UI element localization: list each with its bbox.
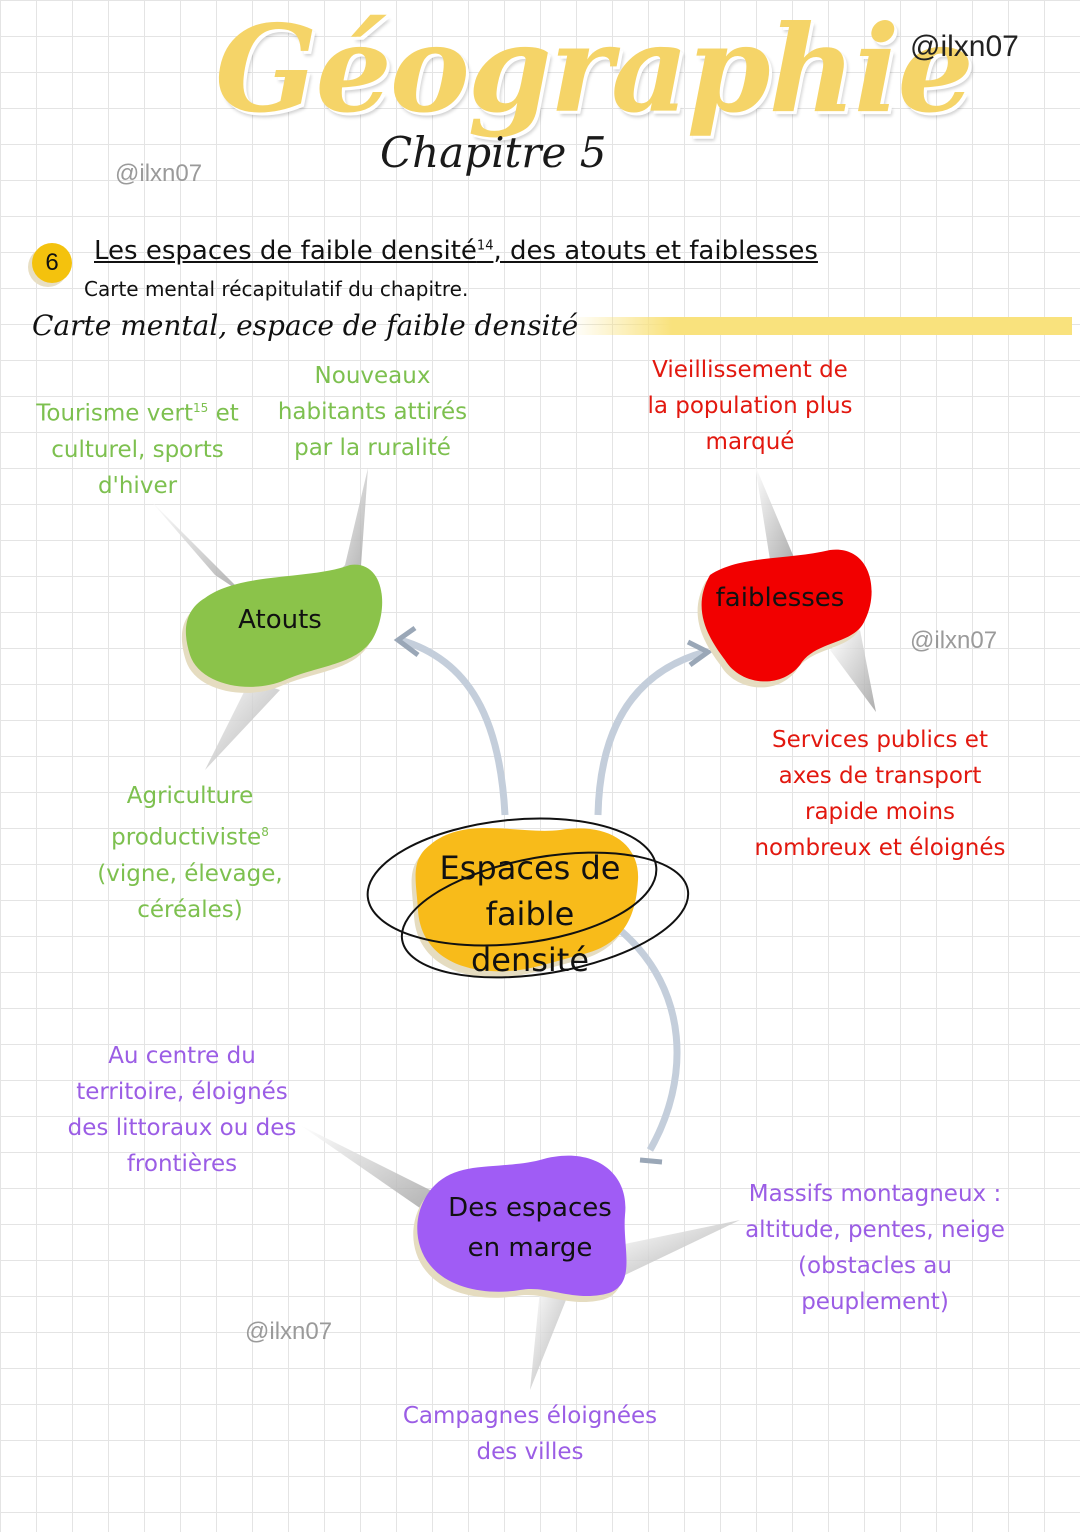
atouts-label: Atouts [238, 605, 322, 635]
marge-blob [417, 1155, 627, 1297]
center-ring [400, 851, 690, 979]
arrow-to-marge [617, 927, 681, 1152]
mind-map-heading: Carte mental, espace de faible densité [32, 309, 579, 342]
arrow-to-faiblesses [594, 648, 706, 816]
center-label: Espaces de faible densité [439, 849, 621, 979]
connector-spike [150, 500, 245, 595]
marge-campagnes: Campagnes éloignées des villes [402, 1403, 658, 1465]
atout-tourisme: Tourisme vert15 et culturel, sports d'hi… [30, 390, 245, 504]
faiblesse-vieillissement: Vieillissement de la population plus mar… [647, 357, 853, 455]
connector-spike [330, 468, 368, 580]
watermark-right: @ilxn07 [910, 627, 998, 654]
connector-spike [300, 1125, 440, 1215]
atout-tourisme-text-after: et culturel, sports d'hiver [51, 400, 239, 499]
arrow-to-atouts-head [393, 625, 420, 657]
marge-label: Des espaces en marge [448, 1193, 612, 1263]
watermark-top-right: @ilxn07 [910, 30, 1019, 63]
watermark-bottom: @ilxn07 [245, 1318, 333, 1345]
highlight-bar [572, 317, 1072, 335]
center-blob [415, 828, 639, 972]
faiblesse-services: Services publics et axes de transport ra… [754, 727, 1006, 861]
atout-agriculture-text-after: (vigne, élevage, céréales) [97, 860, 283, 923]
connector-spike [755, 465, 795, 560]
section-number-badge: 6 [32, 243, 72, 283]
atout-tourisme-text: Tourisme vert [36, 400, 193, 427]
center-ring [366, 817, 658, 947]
marge-massifs: Massifs montagneux : altitude, pentes, n… [745, 1181, 1005, 1315]
arrow-to-atouts [399, 636, 509, 816]
atouts-blob [185, 564, 383, 687]
footnote-marker: 8 [261, 825, 269, 839]
marge-centre-territoire: Au centre du territoire, éloignés des li… [67, 1043, 297, 1177]
faiblesses-blob [701, 549, 872, 682]
arrow-to-marge-head [639, 1157, 663, 1165]
chapter-title: Chapitre 5 [380, 128, 607, 177]
connector-spike [530, 1290, 570, 1390]
connector-spike [205, 680, 280, 770]
atout-nouveaux-habitants: Nouveaux habitants attirés par la rurali… [277, 363, 468, 461]
atout-agriculture-text: Agriculture productiviste [111, 783, 262, 851]
main-title: Géographie [215, 0, 974, 140]
section-subtitle: Carte mental récapitulatif du chapitre. [84, 277, 469, 301]
arrow-to-faiblesses-head [686, 639, 713, 668]
footnote-marker: 15 [192, 401, 209, 415]
section-title: Les espaces de faible densité14, des ato… [94, 236, 818, 266]
watermark-top-left: @ilxn07 [115, 160, 203, 187]
section-title-main: Les espaces de faible densité [94, 236, 477, 266]
footnote-marker: 14 [476, 238, 494, 254]
faiblesses-label: faiblesses [715, 583, 845, 613]
connector-spike [830, 630, 876, 712]
section-title-suffix: , des atouts et faiblesses [493, 236, 818, 266]
atout-agriculture: Agriculture productiviste8 (vigne, éleva… [70, 778, 310, 928]
connector-spike [620, 1220, 740, 1275]
